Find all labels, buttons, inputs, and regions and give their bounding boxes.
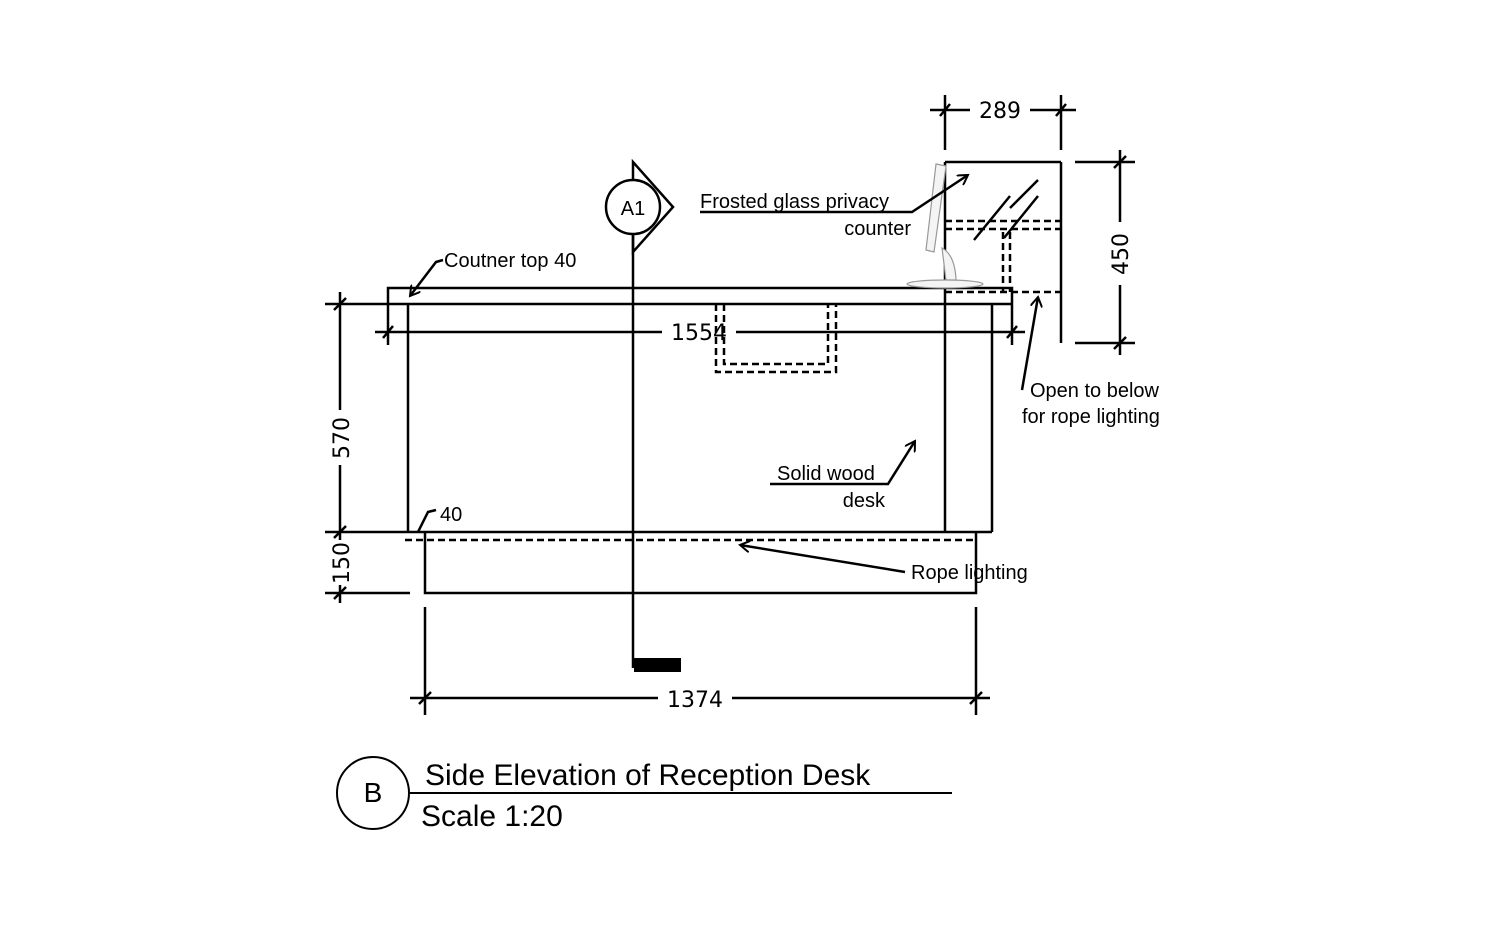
dimension-1374: 1374 (410, 607, 990, 715)
svg-text:Rope lighting: Rope lighting (911, 562, 1028, 584)
svg-text:for rope lighting: for rope lighting (1022, 406, 1160, 428)
desk-body (325, 162, 994, 534)
recess-dashed (714, 304, 838, 374)
svg-text:450: 450 (1109, 233, 1134, 275)
svg-text:counter: counter (844, 218, 911, 240)
label-frosted-glass: Frosted glass privacy counter (700, 175, 968, 240)
drawing-title: Side Elevation of Reception Desk (425, 759, 871, 792)
svg-text:570: 570 (330, 417, 355, 459)
label-rope-lighting: Rope lighting (740, 545, 1028, 584)
svg-text:289: 289 (979, 99, 1021, 124)
section-marker-a1: A1 (604, 158, 681, 672)
label-counter-top: Coutner top 40 (410, 250, 576, 296)
svg-text:1374: 1374 (667, 688, 723, 713)
svg-text:150: 150 (330, 542, 355, 584)
label-solid-wood: Solid wood desk (770, 441, 917, 512)
svg-text:Solid wood: Solid wood (777, 463, 875, 485)
title-block: B Side Elevation of Reception Desk Scale… (336, 756, 952, 833)
svg-text:1554: 1554 (671, 321, 727, 346)
drawing-scale: Scale 1:20 (421, 800, 563, 833)
svg-text:Coutner top 40: Coutner top 40 (444, 250, 576, 272)
label-plinth-offset: 40 (416, 504, 462, 533)
dimension-150: 150 (330, 542, 355, 603)
dimension-1554: 1554 (375, 321, 1025, 346)
svg-text:B: B (364, 777, 383, 808)
svg-text:Open to below: Open to below (1030, 380, 1160, 402)
svg-text:A1: A1 (621, 198, 645, 220)
dimension-450: 450 (1075, 150, 1135, 355)
monitor-icon (906, 163, 984, 289)
svg-text:Frosted glass privacy: Frosted glass privacy (700, 191, 889, 213)
svg-text:40: 40 (440, 504, 462, 526)
svg-text:desk: desk (843, 490, 886, 512)
label-open-below: Open to below for rope lighting (1020, 297, 1160, 428)
plinth (325, 532, 978, 595)
dimension-570: 570 (330, 292, 355, 540)
counter-top (325, 286, 1014, 345)
glass-panel (945, 160, 1063, 343)
dimension-289: 289 (930, 95, 1076, 150)
